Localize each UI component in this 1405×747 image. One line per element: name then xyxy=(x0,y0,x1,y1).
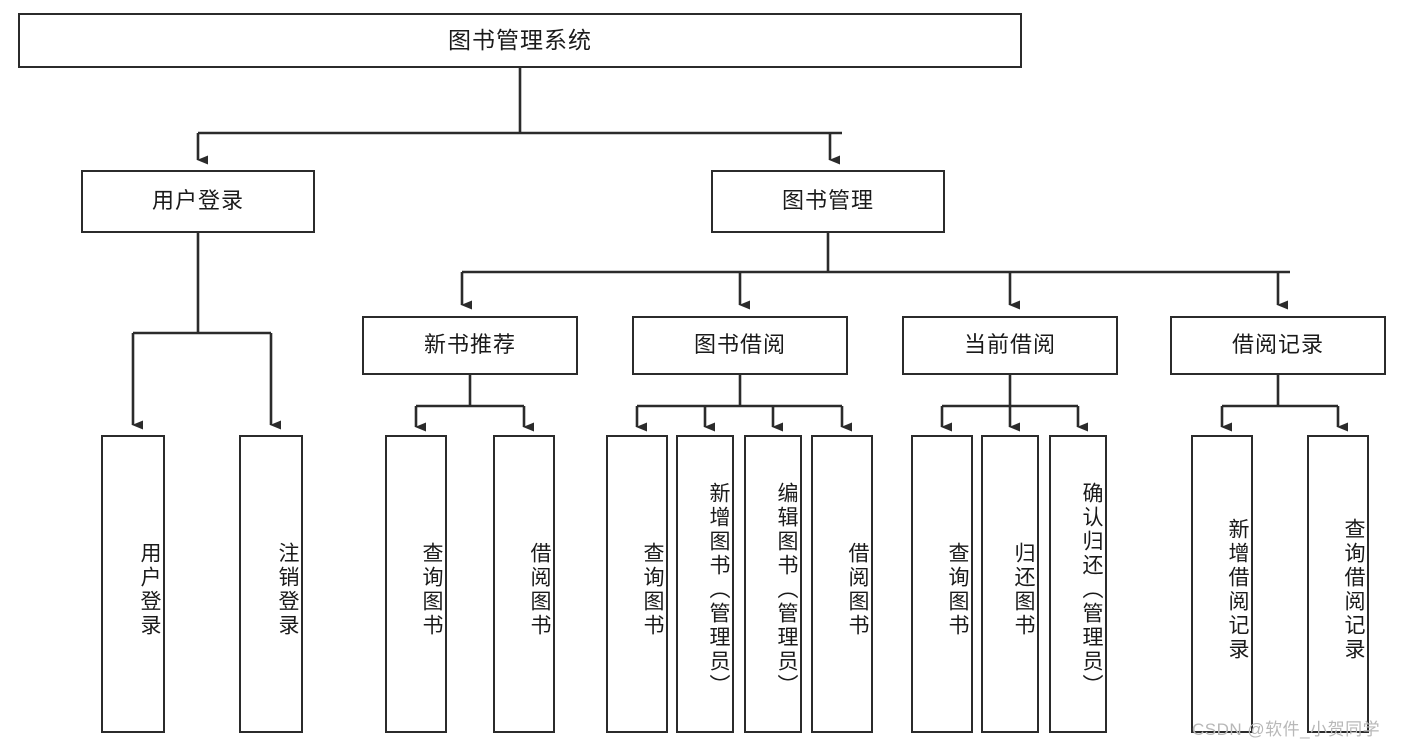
node-new-book-recommend[interactable]: 新书推荐 xyxy=(362,316,578,375)
node-leaf-borrow-book-1[interactable]: 借阅图书 xyxy=(493,435,555,733)
node-leaf-edit-book[interactable]: 编辑图书（管理员） xyxy=(744,435,802,733)
node-label: 借阅记录 xyxy=(1231,332,1324,358)
node-leaf-query-book-3[interactable]: 查询图书 xyxy=(911,435,973,733)
node-leaf-confirm-return[interactable]: 确认归还（管理员） xyxy=(1049,435,1107,733)
node-book-borrow[interactable]: 图书借阅 xyxy=(632,316,848,375)
node-label: 确认归还（管理员） xyxy=(1080,482,1103,698)
node-label: 借阅图书 xyxy=(846,542,869,638)
csdn-watermark: CSDN @软件_小贺同学 xyxy=(1192,720,1381,739)
node-label: 新增借阅记录 xyxy=(1226,518,1249,662)
node-leaf-logout-login[interactable]: 注销登录 xyxy=(239,435,303,733)
node-label: 归还图书 xyxy=(1012,542,1035,638)
node-label: 图书借阅 xyxy=(693,332,786,358)
node-label: 图书管理系统 xyxy=(448,26,592,53)
node-leaf-user-login[interactable]: 用户登录 xyxy=(101,435,165,733)
node-root-book-management-system[interactable]: 图书管理系统 xyxy=(18,13,1022,68)
node-leaf-query-record[interactable]: 查询借阅记录 xyxy=(1307,435,1369,733)
node-leaf-borrow-book-2[interactable]: 借阅图书 xyxy=(811,435,873,733)
node-user-login[interactable]: 用户登录 xyxy=(81,170,315,233)
node-leaf-add-record[interactable]: 新增借阅记录 xyxy=(1191,435,1253,733)
node-book-manage[interactable]: 图书管理 xyxy=(711,170,945,233)
node-label: 查询图书 xyxy=(946,542,969,638)
node-borrow-record[interactable]: 借阅记录 xyxy=(1170,316,1386,375)
node-label: 图书管理 xyxy=(781,188,874,214)
node-leaf-return-book[interactable]: 归还图书 xyxy=(981,435,1039,733)
node-label: 编辑图书（管理员） xyxy=(775,482,798,698)
node-label: 查询图书 xyxy=(420,542,443,638)
node-leaf-query-book-2[interactable]: 查询图书 xyxy=(606,435,668,733)
node-leaf-add-book[interactable]: 新增图书（管理员） xyxy=(676,435,734,733)
node-label: 新增图书（管理员） xyxy=(707,482,730,698)
node-label: 查询借阅记录 xyxy=(1342,518,1365,662)
node-label: 当前借阅 xyxy=(963,332,1056,358)
node-label: 用户登录 xyxy=(151,188,244,214)
node-label: 新书推荐 xyxy=(423,332,516,358)
node-label: 查询图书 xyxy=(641,542,664,638)
node-leaf-query-book-1[interactable]: 查询图书 xyxy=(385,435,447,733)
node-label: 注销登录 xyxy=(276,542,299,638)
node-label: 借阅图书 xyxy=(528,542,551,638)
node-label: 用户登录 xyxy=(138,542,161,638)
node-current-borrow[interactable]: 当前借阅 xyxy=(902,316,1118,375)
